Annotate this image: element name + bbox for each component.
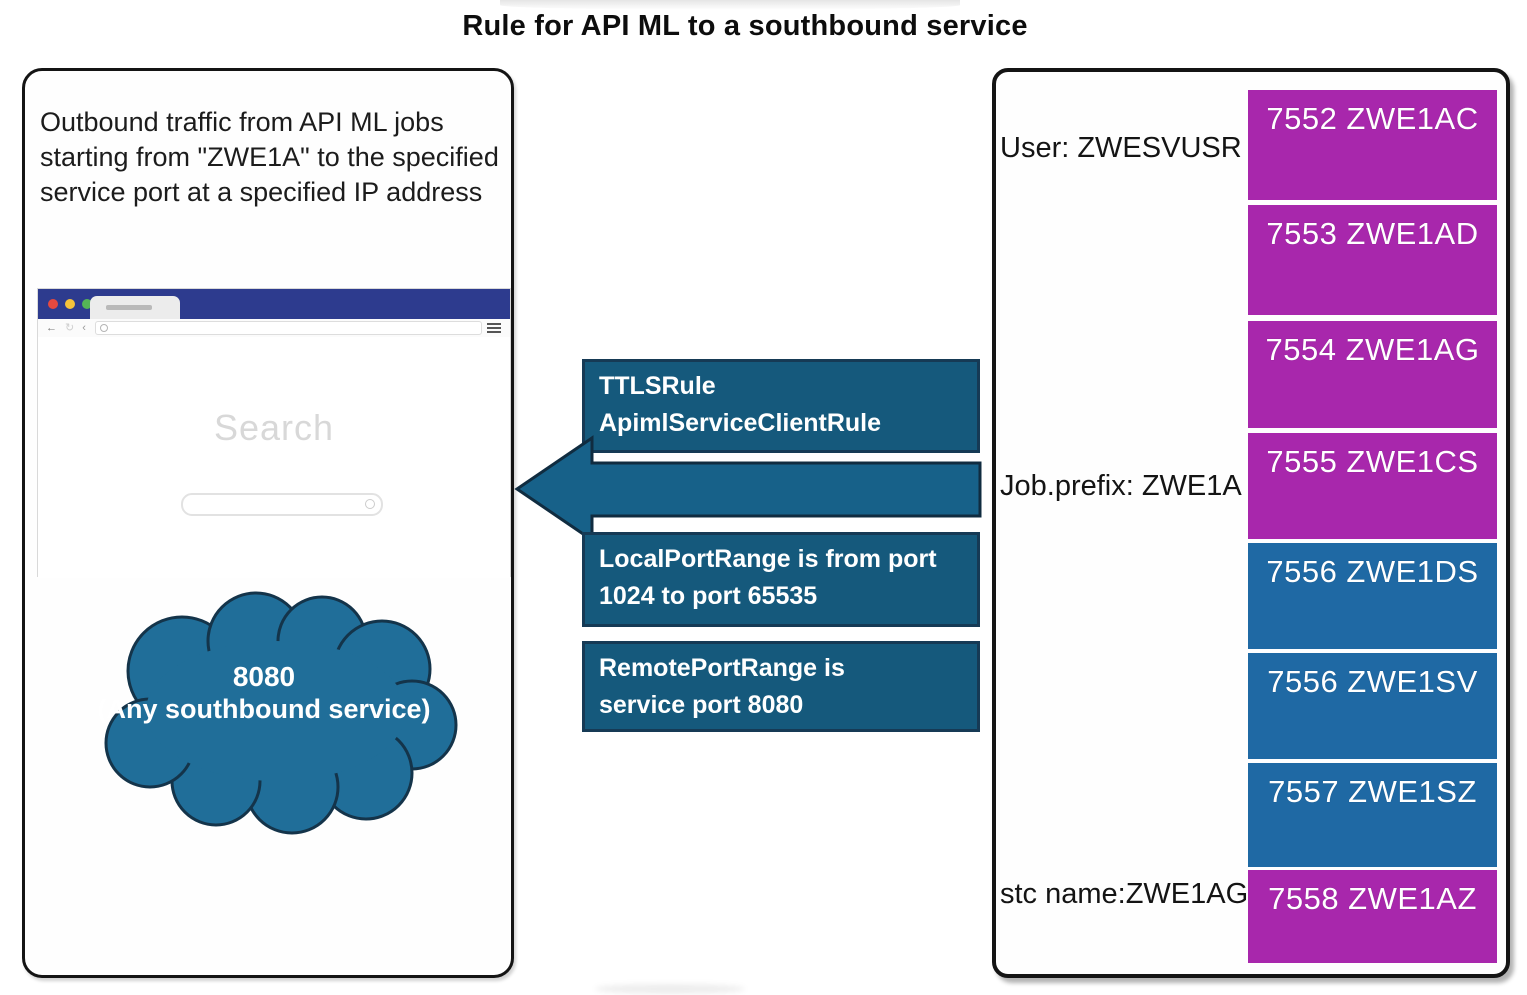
search-input-illustration	[181, 493, 383, 516]
cloud-port-number: 8080	[232, 661, 296, 692]
maximize-window-icon	[82, 299, 92, 309]
ttls-rule-line2: ApimlServiceClientRule	[599, 409, 882, 437]
remote-port-range-box: RemotePortRange is service port 8080	[582, 641, 980, 732]
port-box-7554-zwe1ag: 7554 ZWE1AG	[1248, 321, 1497, 428]
port-box-label: 7556 ZWE1DS	[1266, 554, 1479, 589]
remote-port-range-line2: service port 8080	[599, 691, 804, 719]
search-field-icon	[365, 499, 375, 509]
cropped-artifact-bottom	[595, 984, 745, 994]
menu-icon	[487, 323, 501, 333]
port-box-label: 7557 ZWE1SZ	[1268, 774, 1477, 809]
page-title: Rule for API ML to a southbound service	[462, 10, 1028, 42]
minimize-window-icon	[65, 299, 75, 309]
left-arrow	[514, 435, 982, 543]
browser-tab	[90, 296, 180, 319]
ttls-rule-box: TTLSRule ApimlServiceClientRule	[582, 359, 980, 453]
remote-port-range-line1: RemotePortRange is	[599, 654, 845, 682]
close-window-icon	[48, 299, 58, 309]
browser-window-illustration: ← ↻ ‹ Search	[37, 288, 511, 578]
forward-chevron-icon: ‹	[82, 322, 86, 334]
stc-name-label: stc name:ZWE1AG	[1000, 878, 1249, 910]
search-icon	[99, 324, 108, 332]
cloud-caption: (Any southbound service)	[97, 694, 431, 724]
user-label: User: ZWESVUSR	[1000, 132, 1242, 164]
tab-title-placeholder	[106, 305, 152, 310]
port-box-7555-zwe1cs: 7555 ZWE1CS	[1248, 433, 1497, 539]
cloud-label: 8080 (Any southbound service)	[64, 661, 464, 725]
browser-content: Search	[38, 337, 510, 578]
port-box-label: 7555 ZWE1CS	[1266, 444, 1479, 479]
local-port-range-text: LocalPortRange is from port 1024 to port…	[599, 545, 937, 610]
port-box-label: 7556 ZWE1SV	[1267, 664, 1478, 699]
port-box-7558-zwe1az: 7558 ZWE1AZ	[1248, 870, 1497, 963]
address-bar	[94, 321, 482, 335]
reload-icon: ↻	[65, 322, 75, 334]
port-box-7557-zwe1sz: 7557 ZWE1SZ	[1248, 763, 1497, 867]
port-box-label: 7554 ZWE1AG	[1265, 332, 1480, 367]
browser-toolbar: ← ↻ ‹	[38, 319, 510, 338]
port-box-label: 7553 ZWE1AD	[1266, 216, 1479, 251]
southbound-service-cloud: 8080 (Any southbound service)	[64, 583, 464, 843]
port-box-7556-zwe1sv: 7556 ZWE1SV	[1248, 653, 1497, 759]
window-traffic-lights-icon	[48, 299, 92, 309]
port-box-7552-zwe1ac: 7552 ZWE1AC	[1248, 90, 1497, 200]
search-page-label: Search	[213, 407, 335, 448]
cloud-shape	[104, 591, 458, 835]
port-box-label: 7558 ZWE1AZ	[1268, 881, 1477, 916]
browser-titlebar	[38, 289, 510, 319]
job-prefix-label: Job.prefix: ZWE1A	[1000, 470, 1242, 502]
port-box-7556-zwe1ds: 7556 ZWE1DS	[1248, 543, 1497, 649]
port-box-7553-zwe1ad: 7553 ZWE1AD	[1248, 205, 1497, 315]
ttls-rule-line1: TTLSRule	[599, 372, 716, 400]
back-arrow-icon: ←	[46, 322, 57, 334]
outbound-traffic-description: Outbound traffic from API ML jobs starti…	[40, 107, 499, 207]
port-box-label: 7552 ZWE1AC	[1266, 101, 1479, 136]
cropped-artifact-top	[500, 0, 960, 10]
local-port-range-box: LocalPortRange is from port 1024 to port…	[582, 532, 980, 627]
